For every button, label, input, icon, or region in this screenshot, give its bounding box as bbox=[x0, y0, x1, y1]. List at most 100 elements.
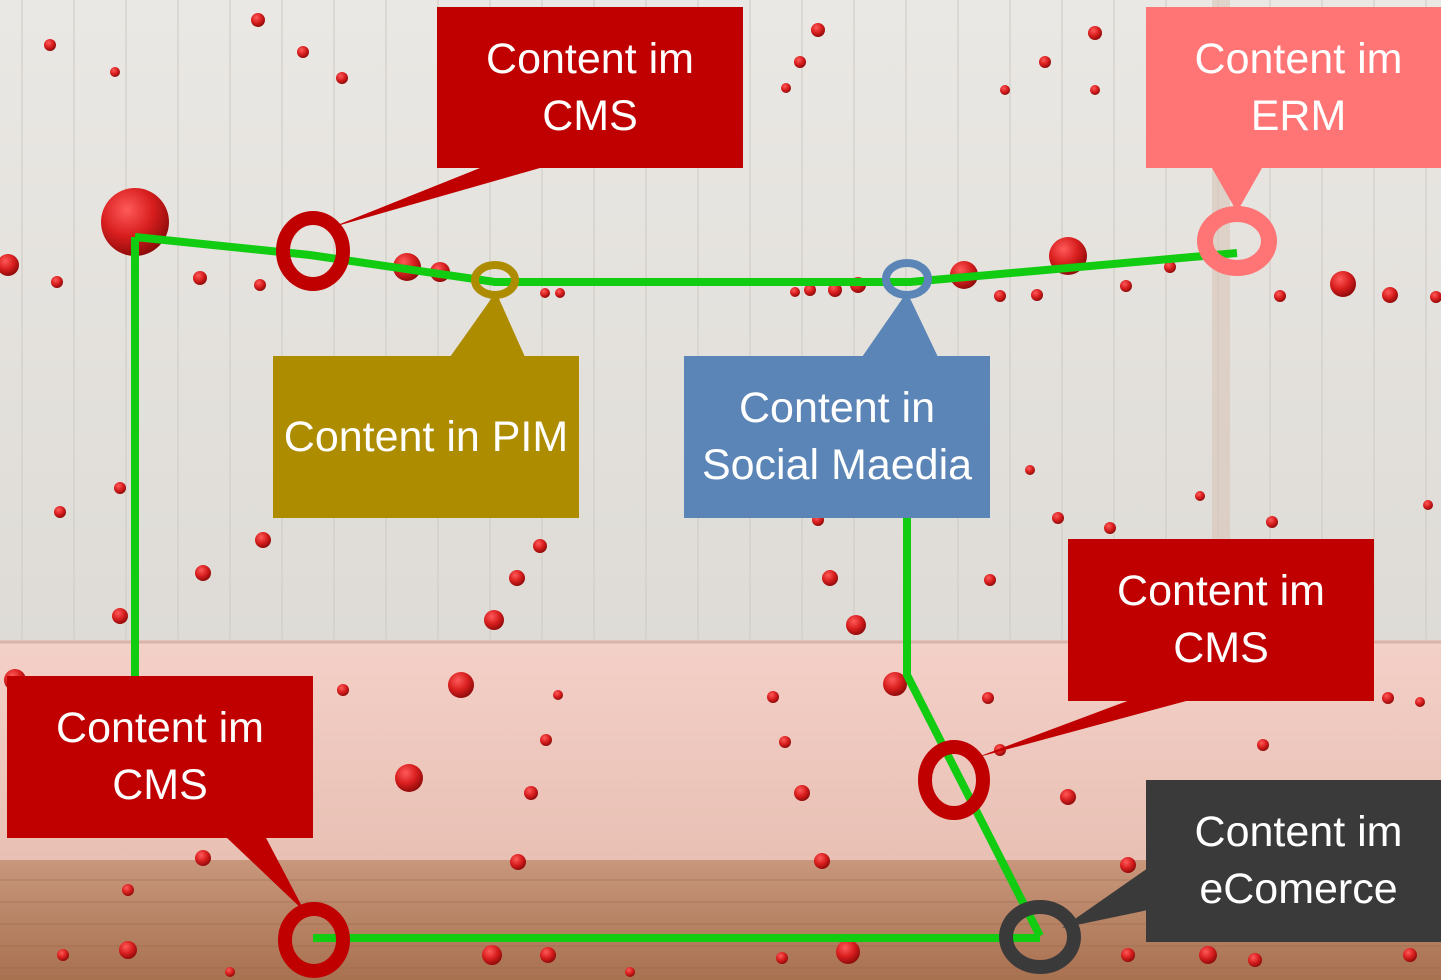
red-ball bbox=[1430, 291, 1441, 303]
red-ball bbox=[1031, 289, 1043, 301]
red-ball bbox=[1121, 948, 1135, 962]
red-ball bbox=[767, 691, 779, 703]
red-ball bbox=[1120, 857, 1136, 873]
red-ball bbox=[1274, 290, 1286, 302]
red-ball bbox=[984, 574, 996, 586]
red-ball bbox=[1403, 948, 1417, 962]
red-ball bbox=[1330, 271, 1356, 297]
red-ball bbox=[1423, 500, 1433, 510]
red-ball bbox=[482, 945, 502, 965]
red-ball bbox=[254, 279, 266, 291]
callout-ecommerce: Content im eComerce bbox=[1146, 780, 1441, 942]
red-ball bbox=[112, 608, 128, 624]
red-ball bbox=[448, 672, 474, 698]
pim-callout-pointer bbox=[450, 292, 525, 357]
callout-social-line1: Content in bbox=[738, 384, 936, 432]
red-ball bbox=[1039, 56, 1051, 68]
cms-top-node-ring bbox=[276, 211, 350, 291]
cms-top-callout-pointer bbox=[330, 168, 540, 228]
red-ball bbox=[790, 287, 800, 297]
red-ball bbox=[122, 884, 134, 896]
cms-left-callout-pointer bbox=[225, 836, 305, 912]
red-ball bbox=[794, 56, 806, 68]
red-ball bbox=[804, 284, 816, 296]
red-ball bbox=[195, 850, 211, 866]
red-ball bbox=[982, 692, 994, 704]
red-ball bbox=[781, 83, 791, 93]
red-ball bbox=[195, 565, 211, 581]
callout-ecommerce-line1: Content im bbox=[1194, 808, 1403, 856]
red-ball bbox=[776, 952, 788, 964]
callout-cms-right-line1: Content im bbox=[1117, 567, 1325, 615]
red-ball bbox=[337, 684, 349, 696]
callout-social-media: Content in Social Maedia bbox=[684, 356, 990, 518]
social-callout-pointer bbox=[862, 292, 938, 357]
red-ball bbox=[225, 967, 235, 977]
ecommerce-callout-pointer bbox=[1062, 868, 1148, 928]
callout-cms-left-line1: Content im bbox=[56, 704, 264, 752]
red-ball bbox=[553, 690, 563, 700]
node-rings bbox=[276, 206, 1277, 978]
red-ball bbox=[1257, 739, 1269, 751]
callout-cms-top-line1: Content im bbox=[486, 34, 694, 83]
red-ball bbox=[540, 947, 556, 963]
callout-cms-left-line2: CMS bbox=[112, 761, 208, 809]
red-ball bbox=[51, 276, 63, 288]
red-ball bbox=[336, 72, 348, 84]
red-ball bbox=[114, 482, 126, 494]
red-ball bbox=[510, 854, 526, 870]
red-ball bbox=[811, 23, 825, 37]
red-ball bbox=[828, 283, 842, 297]
red-ball bbox=[193, 271, 207, 285]
callout-pim: Content in PIM bbox=[273, 356, 579, 518]
red-ball bbox=[1382, 287, 1398, 303]
red-ball bbox=[1382, 692, 1394, 704]
red-ball bbox=[0, 254, 19, 276]
red-ball bbox=[1090, 85, 1100, 95]
cms-right-callout-pointer bbox=[975, 700, 1190, 758]
red-ball bbox=[395, 764, 423, 792]
callout-cms-right: Content im CMS bbox=[1068, 539, 1374, 701]
callout-pim-line1: Content in PIM bbox=[283, 412, 569, 461]
red-ball bbox=[540, 288, 550, 298]
red-ball bbox=[1052, 512, 1064, 524]
erm-callout-pointer bbox=[1212, 168, 1262, 212]
red-ball bbox=[1088, 26, 1102, 40]
red-ball bbox=[1199, 946, 1217, 964]
red-ball bbox=[1266, 516, 1278, 528]
red-ball bbox=[1415, 697, 1425, 707]
callout-cms-right-line2: CMS bbox=[1173, 624, 1269, 672]
red-ball bbox=[836, 940, 860, 964]
red-ball bbox=[524, 786, 538, 800]
callout-ecommerce-line2: eComerce bbox=[1199, 865, 1398, 913]
red-ball bbox=[794, 785, 810, 801]
callout-cms-left: Content im CMS bbox=[7, 676, 313, 838]
red-ball bbox=[1120, 280, 1132, 292]
red-ball bbox=[533, 539, 547, 553]
red-ball bbox=[297, 46, 309, 58]
ecommerce-node-ring bbox=[999, 900, 1081, 974]
callout-erm-line1: Content im bbox=[1194, 34, 1403, 83]
red-ball bbox=[509, 570, 525, 586]
red-ball bbox=[251, 13, 265, 27]
cms-left-node-ring bbox=[278, 902, 350, 978]
red-ball bbox=[1164, 261, 1176, 273]
red-ball bbox=[625, 967, 635, 977]
red-ball bbox=[1195, 491, 1205, 501]
red-ball bbox=[1248, 953, 1262, 967]
callout-social-line2: Social Maedia bbox=[701, 441, 973, 489]
green-connector bbox=[131, 233, 1238, 942]
red-ball bbox=[555, 288, 565, 298]
red-ball bbox=[255, 532, 271, 548]
red-ball bbox=[484, 610, 504, 630]
erm-node-ring bbox=[1197, 206, 1277, 276]
red-ball bbox=[814, 853, 830, 869]
red-ball bbox=[1000, 85, 1010, 95]
red-ball bbox=[57, 949, 69, 961]
callout-cms-top: Content im CMS bbox=[437, 7, 743, 168]
red-ball bbox=[994, 290, 1006, 302]
cms-right-node-ring bbox=[918, 740, 990, 820]
red-ball bbox=[110, 67, 120, 77]
callout-cms-top-line2: CMS bbox=[542, 91, 638, 140]
callout-erm: Content im ERM bbox=[1146, 7, 1441, 168]
